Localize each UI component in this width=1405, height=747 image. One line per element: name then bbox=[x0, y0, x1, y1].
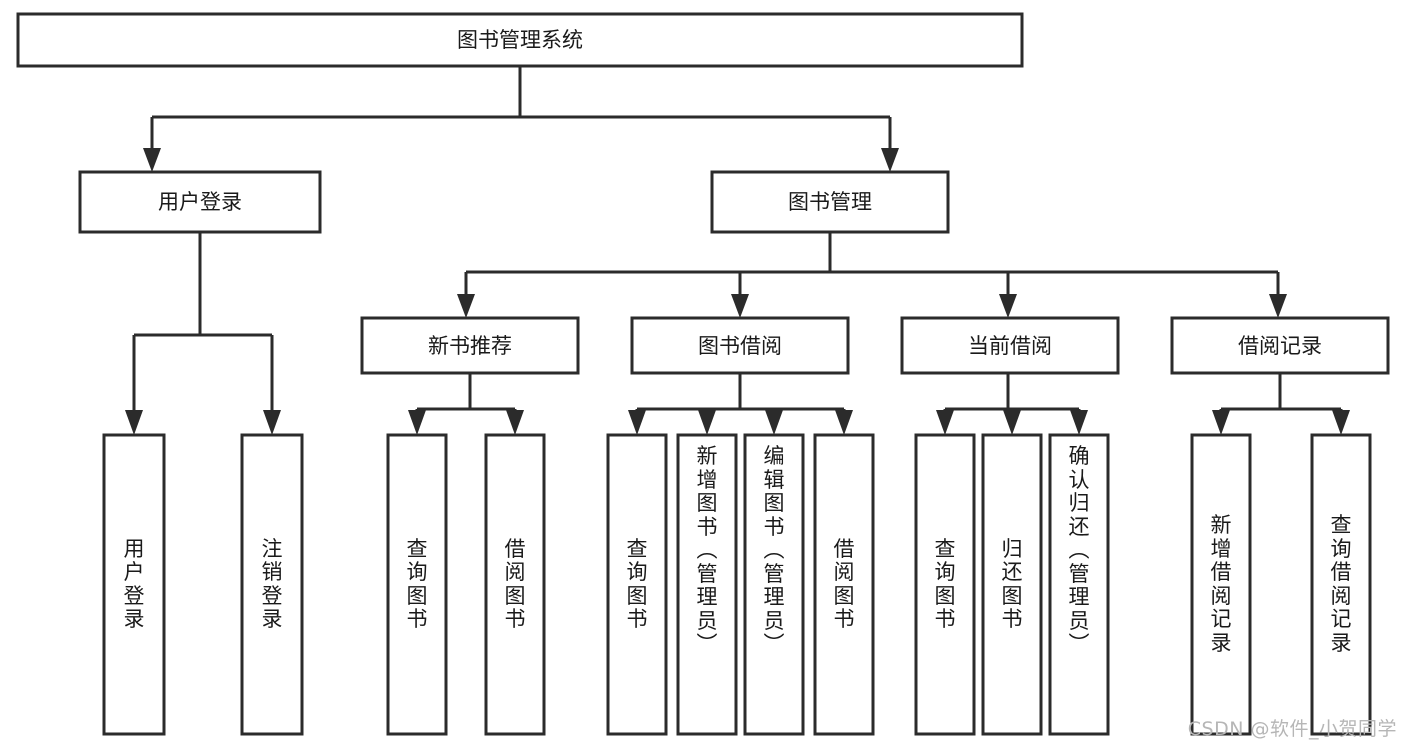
node-borrow-record-label: 借阅记录 bbox=[1238, 334, 1322, 358]
arrow-head-leaf-query-book-a bbox=[408, 410, 426, 435]
arrow-head-leaf-borrow-book-a bbox=[506, 410, 524, 435]
arrow-head-current-borrow bbox=[999, 294, 1017, 318]
arrow-head-borrow-record bbox=[1269, 294, 1287, 318]
node-leaf-注销登录-box[interactable] bbox=[240, 433, 304, 736]
node-new-book-recommend-box[interactable] bbox=[360, 316, 580, 375]
node-book-management-label: 图书管理 bbox=[788, 190, 872, 214]
node-leaf-借阅图书-box[interactable] bbox=[484, 433, 546, 736]
node-leaf-归还图书-box[interactable] bbox=[981, 433, 1043, 736]
arrow-head-leaf-borrow-book-b bbox=[835, 410, 853, 435]
node-current-borrow-box[interactable] bbox=[900, 316, 1120, 375]
connector-layer bbox=[125, 66, 1350, 435]
arrow-head-leaf-return-book bbox=[1003, 410, 1021, 435]
leaf-box-layer bbox=[102, 433, 1372, 736]
node-current-borrow[interactable]: 当前借阅 bbox=[900, 316, 1120, 375]
node-user-login-box[interactable] bbox=[78, 170, 322, 234]
node-current-borrow-label: 当前借阅 bbox=[968, 334, 1052, 358]
arrow-head-book-borrow bbox=[731, 294, 749, 318]
node-book-borrow-box[interactable] bbox=[630, 316, 850, 375]
arrow-head-leaf-logout bbox=[263, 410, 281, 435]
node-leaf-新增图书管理员-box[interactable] bbox=[676, 433, 738, 736]
node-borrow-record-box[interactable] bbox=[1170, 316, 1390, 375]
node-leaf-新增借阅记录-box[interactable] bbox=[1190, 433, 1252, 736]
node-leaf-确认归还管理员-box[interactable] bbox=[1048, 433, 1110, 736]
arrow-head-leaf-query-book-c bbox=[936, 410, 954, 435]
arrow-head-book-mgmt bbox=[881, 148, 899, 172]
arrow-head-leaf-edit-book bbox=[765, 410, 783, 435]
node-leaf-查询图书-box[interactable] bbox=[606, 433, 668, 736]
node-leaf-查询借阅记录-box[interactable] bbox=[1310, 433, 1372, 736]
node-new-book-recommend[interactable]: 新书推荐 bbox=[360, 316, 580, 375]
node-book-borrow-label: 图书借阅 bbox=[698, 334, 782, 358]
arrow-head-leaf-add-book bbox=[698, 410, 716, 435]
arrow-head-leaf-add-record bbox=[1212, 410, 1230, 435]
node-book-management-box[interactable] bbox=[710, 170, 950, 234]
node-book-management[interactable]: 图书管理 bbox=[710, 170, 950, 234]
node-leaf-用户登录-box[interactable] bbox=[102, 433, 166, 736]
arrow-head-leaf-query-record bbox=[1332, 410, 1350, 435]
arrow-head-leaf-query-book-b bbox=[628, 410, 646, 435]
node-new-book-recommend-label: 新书推荐 bbox=[428, 334, 512, 358]
node-root-box[interactable] bbox=[16, 12, 1024, 68]
watermark-text: CSDN @软件_小贺同学 bbox=[1187, 718, 1397, 740]
node-root-label: 图书管理系统 bbox=[457, 28, 583, 52]
node-user-login[interactable]: 用户登录 bbox=[78, 170, 322, 234]
node-borrow-record[interactable]: 借阅记录 bbox=[1170, 316, 1390, 375]
arrow-head-new-book-rec bbox=[457, 294, 475, 318]
arrow-head-leaf-confirm-return bbox=[1070, 410, 1088, 435]
node-leaf-编辑图书管理员-box[interactable] bbox=[743, 433, 805, 736]
node-book-borrow[interactable]: 图书借阅 bbox=[630, 316, 850, 375]
node-leaf-查询图书-box[interactable] bbox=[914, 433, 976, 736]
node-leaf-查询图书-box[interactable] bbox=[386, 433, 448, 736]
node-root[interactable]: 图书管理系统 bbox=[16, 12, 1024, 68]
node-leaf-借阅图书-box[interactable] bbox=[813, 433, 875, 736]
node-user-login-label: 用户登录 bbox=[158, 190, 242, 214]
arrow-head-leaf-user-login bbox=[125, 410, 143, 435]
arrow-head-user-login bbox=[143, 148, 161, 172]
